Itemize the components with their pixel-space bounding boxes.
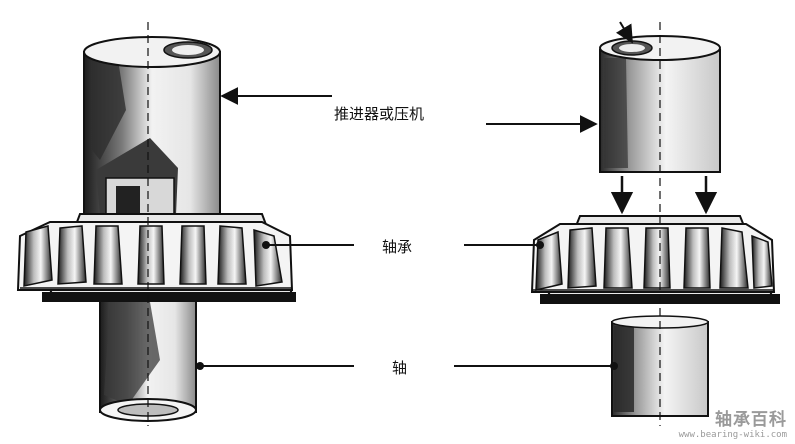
left-pusher-tube (83, 36, 221, 221)
watermark-url: www.bearing-wiki.com (678, 430, 787, 440)
watermark-logo-text: 轴承百科 (715, 410, 787, 430)
pusher-or-press-label: 推进器或压机 (334, 105, 425, 123)
left-assembly (16, 22, 296, 426)
watermark: 轴承百科 www.bearing-wiki.com (679, 405, 787, 440)
leader-shaft-left-dot (196, 362, 204, 370)
left-bearing (16, 213, 296, 302)
callout-leaders (196, 87, 618, 370)
left-shaft (99, 299, 197, 422)
right-assembly (530, 21, 780, 426)
leader-bearing-right-dot (536, 241, 544, 249)
leader-bearing-left-dot (262, 241, 270, 249)
leader-shaft-right-dot (610, 362, 618, 370)
right-pusher-block (599, 21, 721, 173)
right-bearing (530, 215, 780, 304)
bearing-label: 轴承 (382, 238, 413, 256)
shaft-label: 轴 (392, 359, 408, 377)
